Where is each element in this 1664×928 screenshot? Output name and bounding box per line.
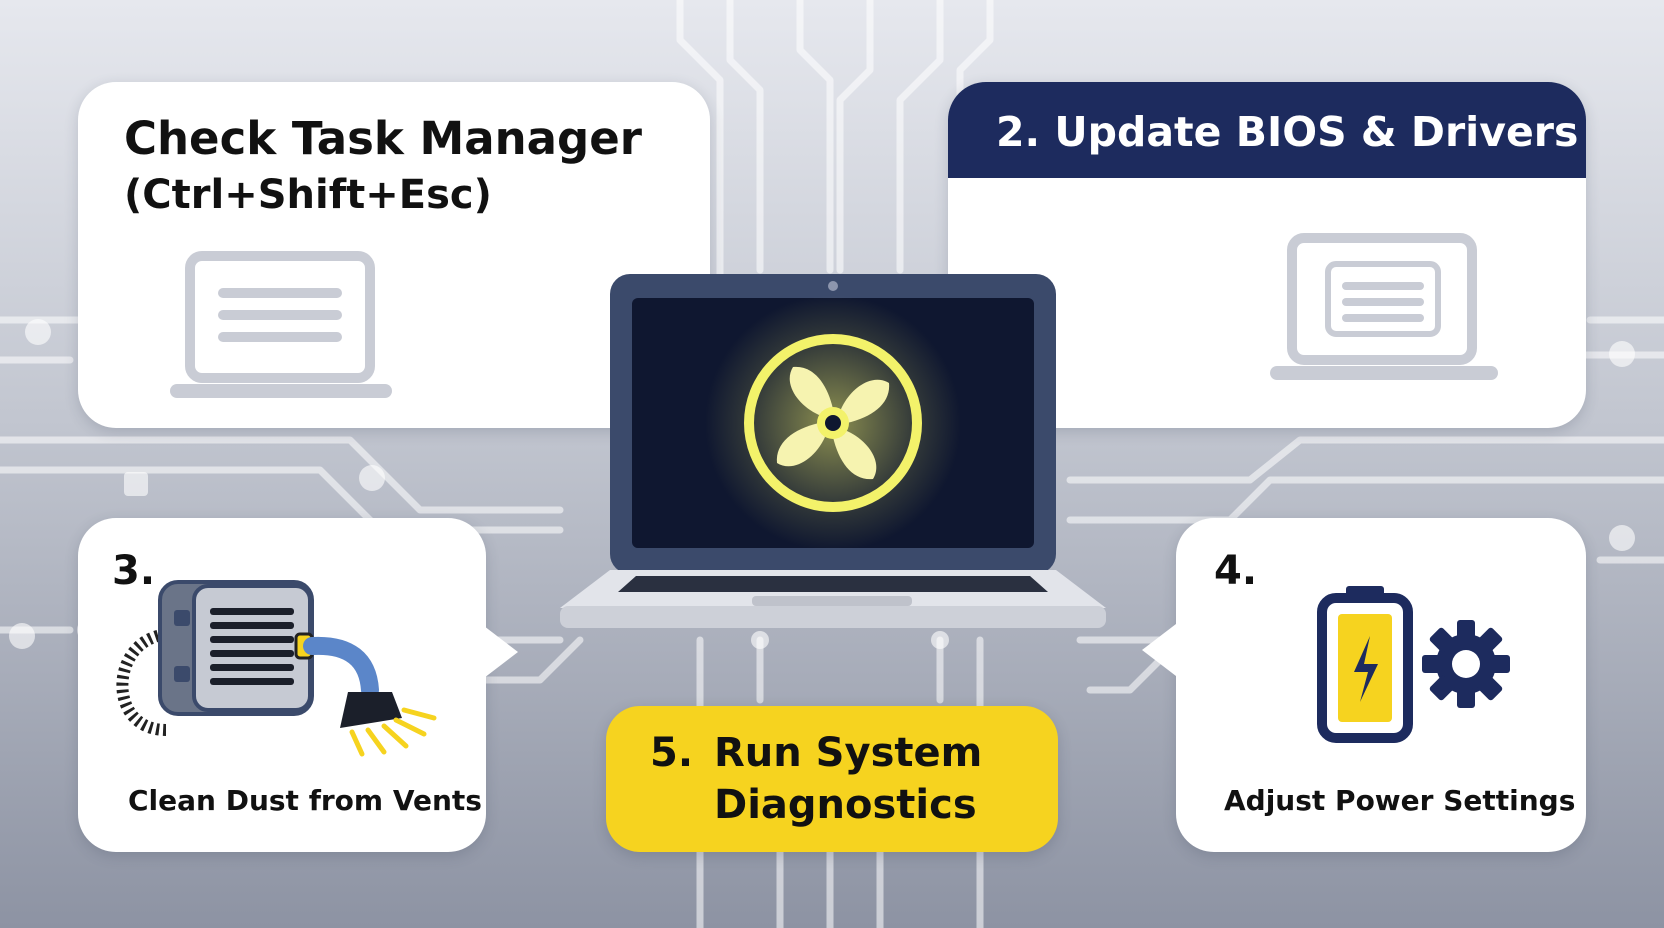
step1-card: Check Task Manager (Ctrl+Shift+Esc) [78, 82, 742, 442]
step1-title-line2: (Ctrl+Shift+Esc) [124, 172, 492, 218]
step5-title-line2: Diagnostics [714, 782, 977, 828]
step1-title-line1: Check Task Manager [124, 112, 642, 165]
step4-card: 4. Adjust Power Settings [1142, 518, 1586, 852]
step3-number: 3. [112, 548, 156, 594]
vacuum-vent-cleaning-icon [116, 580, 437, 757]
step4-caption: Adjust Power Settings [1224, 784, 1576, 817]
step3-caption: Clean Dust from Vents [128, 784, 482, 817]
step3-card-pointer [484, 626, 518, 678]
step3-card: 3. Clean Dust from Vents [78, 518, 518, 852]
laptop-bios-icon [1270, 233, 1498, 380]
step2-header-bar [948, 82, 1586, 178]
laptop-fan-icon [560, 274, 1106, 628]
battery-gear-icon [1317, 586, 1510, 743]
step5-number: 5. [650, 730, 694, 776]
laptop-task-manager-icon [170, 251, 392, 398]
step5-title-line1: Run System [714, 730, 983, 776]
step4-card-pointer [1142, 624, 1176, 676]
step4-number: 4. [1214, 548, 1258, 594]
step5-box: 5. Run System Diagnostics [606, 706, 1058, 852]
step2-title: 2. Update BIOS & Drivers [996, 108, 1579, 156]
